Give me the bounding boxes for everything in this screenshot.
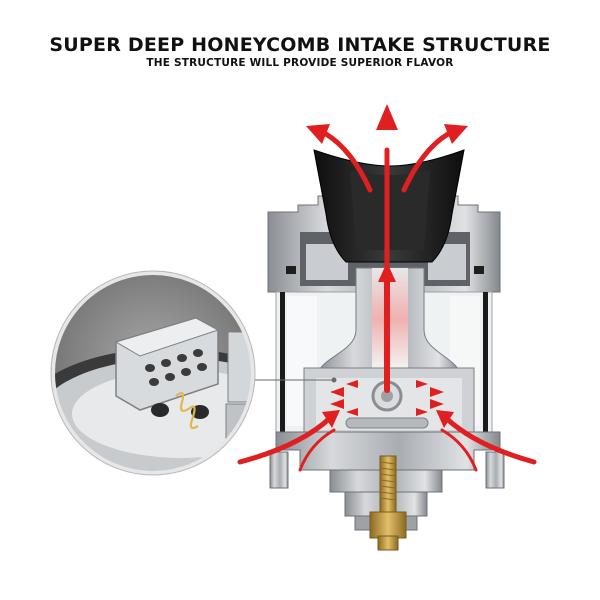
callout-leader <box>253 377 337 383</box>
airflow-arrowheads <box>306 104 468 428</box>
honeycomb-intake-icon <box>114 317 220 430</box>
airflow-arrow-icon <box>237 415 333 465</box>
diagram-title: SUPER DEEP HONEYCOMB INTAKE STRUCTURE <box>49 34 551 56</box>
diagram-subtitle: THE STRUCTURE WILL PROVIDE SUPERIOR FLAV… <box>146 57 454 69</box>
airflow-arrow-icon <box>401 131 451 193</box>
brass-pin <box>369 455 407 551</box>
airflow-arrow-icon <box>376 104 398 130</box>
airflow-arrow-icon <box>444 124 468 144</box>
airflow-arrow-icon <box>378 262 396 282</box>
airflow-arrow-icon <box>443 415 537 465</box>
airflow-arrows <box>237 131 537 472</box>
airflow-arrow-icon <box>323 131 373 193</box>
deck-intake-arrows <box>330 380 444 416</box>
airflow-arrow-icon <box>436 410 454 428</box>
airflow-arrow-icon <box>306 124 330 144</box>
airflow-arrow-icon <box>322 410 340 428</box>
inset-magnifier <box>50 270 256 476</box>
